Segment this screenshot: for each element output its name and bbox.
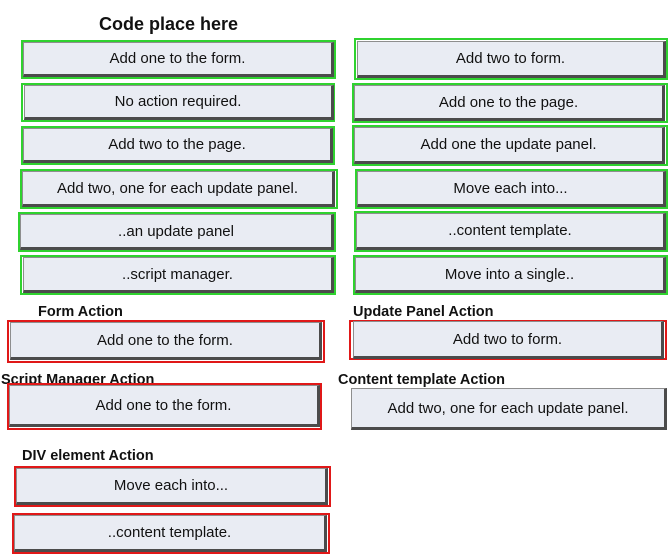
update-panel-action-answer-tile[interactable]: Add two to form. — [353, 321, 664, 359]
source-option-tile[interactable]: Move into a single.. — [355, 257, 666, 293]
source-option-tile[interactable]: ..content template. — [356, 213, 666, 250]
source-option-tile[interactable]: Move each into... — [357, 171, 666, 207]
content-template-action-answer-tile[interactable]: Add two, one for each update panel. — [351, 388, 667, 430]
div-element-action-answer-tile[interactable]: ..content template. — [14, 515, 327, 552]
update-panel-action-heading: Update Panel Action — [353, 304, 494, 320]
source-option-tile[interactable]: Add two to the page. — [23, 128, 333, 163]
source-option-tile[interactable]: ..an update panel — [20, 214, 334, 250]
source-option-tile[interactable]: Add one to the form. — [23, 42, 334, 77]
code-place-heading: Code place here — [99, 14, 239, 34]
source-option-tile[interactable]: ..script manager. — [23, 257, 334, 293]
div-element-action-heading: DIV element Action — [22, 448, 154, 464]
source-option-tile[interactable]: Add two, one for each update panel. — [22, 171, 335, 207]
content-template-action-heading: Content template Action — [338, 372, 506, 388]
form-action-answer-tile[interactable]: Add one to the form. — [10, 322, 322, 360]
source-option-tile[interactable]: No action required. — [24, 85, 334, 120]
div-element-action-answer-tile[interactable]: Move each into... — [16, 468, 328, 505]
script-manager-action-answer-tile[interactable]: Add one to the form. — [9, 385, 320, 427]
source-option-tile[interactable]: Add two to form. — [357, 41, 666, 78]
source-option-tile[interactable]: Add one to the page. — [354, 85, 665, 121]
form-action-heading: Form Action — [38, 304, 123, 320]
source-option-tile[interactable]: Add one the update panel. — [354, 127, 665, 164]
